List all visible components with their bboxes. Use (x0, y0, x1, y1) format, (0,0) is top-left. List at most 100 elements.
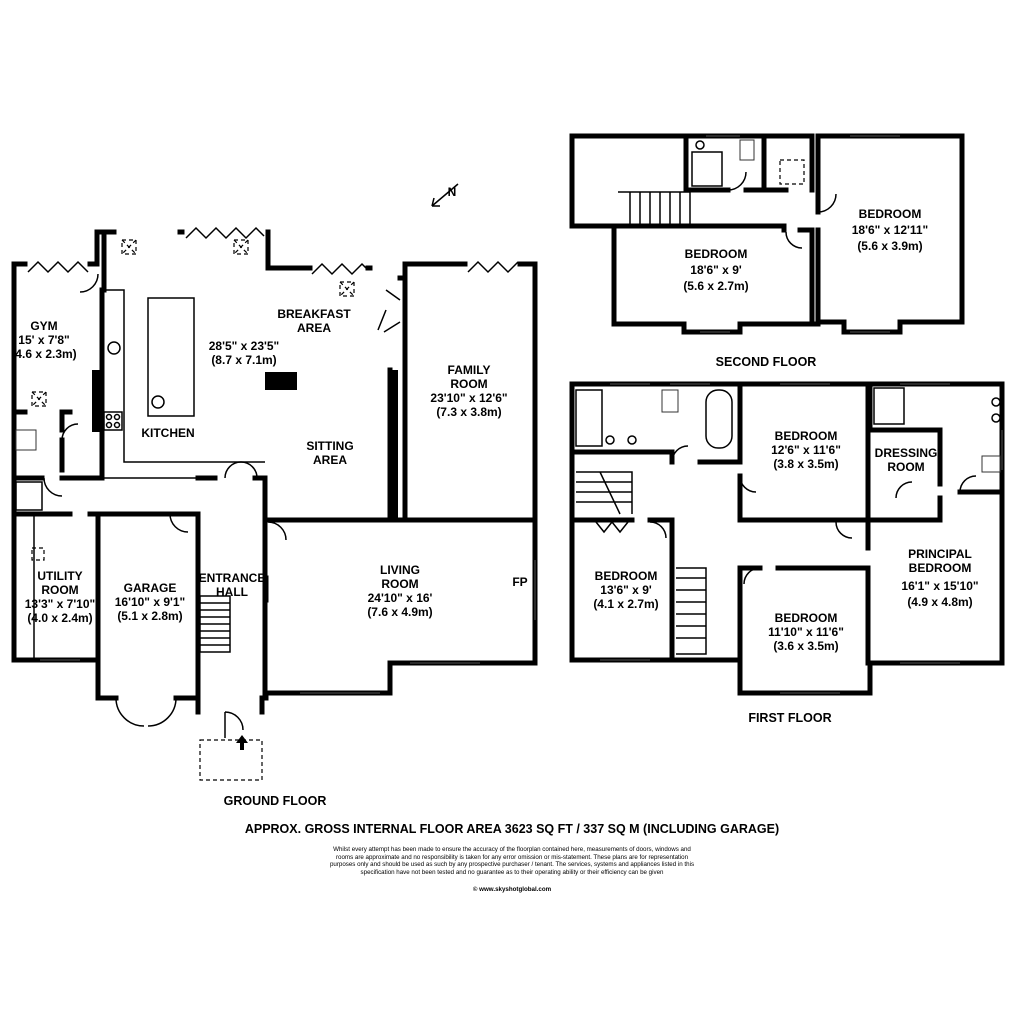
compass-label: N (448, 185, 457, 199)
kitchen-sink-icon (107, 341, 121, 355)
ensuite-basin-b-icon (991, 413, 1001, 423)
ground-floor-plan (11, 226, 538, 781)
family-room-partition-block (390, 370, 398, 520)
freestanding-bath-icon (705, 389, 733, 449)
kitchen-chimney-block (265, 372, 297, 390)
ground-stairs (199, 595, 231, 653)
sf-bedroom-b-size-imperial: 18'6" x 12'11" (852, 223, 928, 237)
garage-door (169, 513, 189, 533)
breakfast-door (377, 289, 401, 333)
principal-door (835, 521, 853, 539)
ensuite-wc-icon (981, 455, 1001, 473)
wc-door (61, 423, 79, 441)
gym-size-metric: (4.6 x 2.3m) (11, 347, 76, 361)
sf-bedroom-b-size-metric: (5.6 x 3.9m) (857, 239, 922, 253)
ground-shower-icon (15, 481, 43, 511)
ensuite-basin-a-icon (991, 397, 1001, 407)
ff-bedroom-c-size-imperial: 11'10" x 11'6" (768, 625, 844, 639)
sf-bedroom-a-size-metric: (5.6 x 2.7m) (683, 279, 748, 293)
garage-size-metric: (5.1 x 2.8m) (117, 609, 182, 623)
island-sink-icon (151, 395, 165, 409)
entry-arrow-icon (236, 735, 248, 750)
hob-icon (103, 411, 123, 431)
floor-area-summary: APPROX. GROSS INTERNAL FLOOR AREA 3623 S… (244, 822, 780, 836)
first-floor-stairs (576, 471, 707, 655)
first-wc-icon (661, 389, 679, 413)
bathroom-door (671, 445, 689, 463)
second-floor-plan (569, 133, 965, 335)
ground-floor-outer-wall (11, 229, 538, 715)
sf-bedroom-b-label: BEDROOM (859, 207, 922, 221)
ff-bedroom-b-size-imperial: 13'6" x 9' (600, 583, 652, 597)
family-bath-shower-icon (575, 389, 603, 447)
website-credit: © www.skyshotglobal.com (472, 886, 552, 893)
second-windows (700, 135, 900, 333)
room-labels: GYM 15' x 7'8" (4.6 x 2.3m) 28'5" x 23'5… (11, 207, 978, 808)
second-floor-title: SECOND FLOOR (716, 355, 817, 369)
disclaimer: Whilst every attempt has been made to en… (312, 846, 712, 876)
second-interior-walls (611, 133, 815, 325)
kitchen-area-size-imperial: 28'5" x 23'5" (209, 339, 279, 353)
family-size-imperial: 23'10" x 12'6" (430, 391, 507, 405)
breakfast-label-line2: AREA (297, 321, 331, 335)
utility-rooflight (31, 547, 45, 561)
ff-bedroom-a-label: BEDROOM (775, 429, 838, 443)
entrance-label-line2: HALL (216, 585, 248, 599)
living-size-imperial: 24'10" x 16' (368, 591, 433, 605)
entrance-label-line1: ENTRANCE (199, 571, 266, 585)
kitchen-side-wall-block (92, 370, 100, 432)
living-door (267, 521, 287, 541)
living-label-line1: LIVING (380, 563, 420, 577)
dressing-doors (895, 475, 977, 499)
garage-size-imperial: 16'10" x 9'1" (115, 595, 185, 609)
family-label-line1: FAMILY (448, 363, 491, 377)
kitchen-worktop (104, 289, 265, 479)
second-basin-icon (695, 140, 705, 150)
disclaimer-line: purposes only and should be used as such… (329, 861, 695, 869)
gym-door (79, 273, 99, 293)
utility-label-line1: UTILITY (37, 569, 82, 583)
sitting-label-line2: AREA (313, 453, 347, 467)
ff-bedroom-b-door (649, 521, 667, 539)
basin-b-icon (627, 435, 637, 445)
second-bedroom-door-b (817, 193, 837, 213)
first-floor-plan (569, 381, 1005, 696)
fireplace-label: FP (512, 575, 527, 589)
ff-bedroom-c-size-metric: (3.6 x 3.5m) (773, 639, 838, 653)
principal-size-imperial: 16'1" x 15'10" (901, 579, 978, 593)
dressing-label-line1: DRESSING (875, 446, 938, 460)
principal-size-metric: (4.9 x 4.8m) (907, 595, 972, 609)
disclaimer-line: rooms are approximate and no responsibil… (335, 853, 689, 861)
kitchen-area-size-metric: (8.7 x 7.1m) (211, 353, 276, 367)
utility-size-imperial: 13'3" x 7'10" (25, 597, 95, 611)
ff-bedroom-b-size-metric: (4.1 x 2.7m) (593, 597, 658, 611)
gym-label: GYM (30, 319, 57, 333)
family-size-metric: (7.3 x 3.8m) (436, 405, 501, 419)
kitchen-bifold-doors (185, 226, 265, 240)
garage-double-doors (115, 697, 177, 727)
rooflights (31, 239, 355, 407)
disclaimer-line: specification have not been tested and n… (360, 868, 664, 876)
compass-icon: N (431, 183, 459, 207)
ff-wardrobe-doors (595, 521, 629, 534)
disclaimer-line: Whilst every attempt has been made to en… (333, 846, 691, 853)
principal-label-line1: PRINCIPAL (908, 547, 972, 561)
living-size-metric: (7.6 x 4.9m) (367, 605, 432, 619)
front-door (224, 711, 244, 738)
second-floor-outer-wall (569, 133, 965, 335)
second-wc-icon (739, 139, 755, 161)
garage-label: GARAGE (124, 581, 177, 595)
entrance-inner-doors (224, 461, 258, 479)
ground-wc-icon (15, 429, 37, 451)
sf-bedroom-a-size-imperial: 18'6" x 9' (690, 263, 742, 277)
family-label-line2: ROOM (450, 377, 487, 391)
living-label-line2: ROOM (381, 577, 418, 591)
utility-size-metric: (4.0 x 2.4m) (27, 611, 92, 625)
gym-size-imperial: 15' x 7'8" (18, 333, 69, 347)
family-bifold-doors (467, 260, 519, 274)
second-rooflight (779, 159, 805, 185)
ground-windows (40, 560, 536, 694)
first-floor-title: FIRST FLOOR (748, 711, 831, 725)
ground-floor-title: GROUND FLOOR (224, 794, 327, 808)
